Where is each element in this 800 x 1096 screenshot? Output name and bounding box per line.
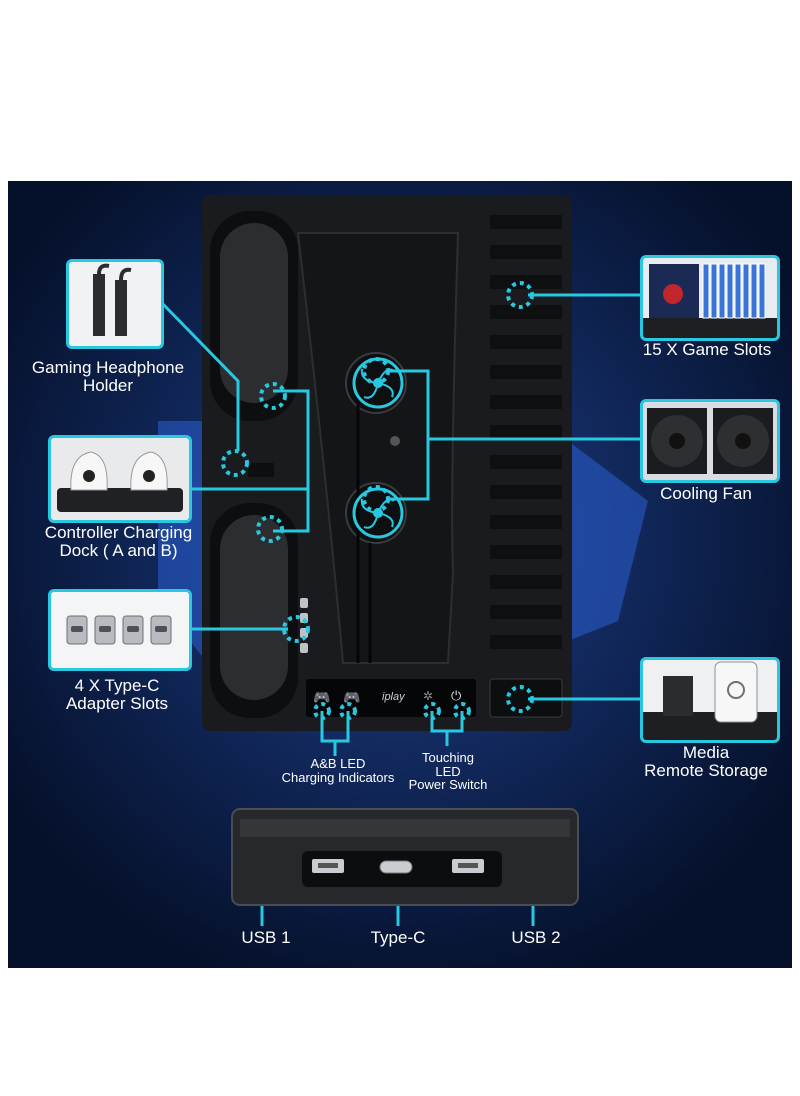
headphone-label-line1: Gaming Headphone [31,358,185,377]
gamepad-icon: 🎮 [343,689,361,705]
usb1-label: USB 1 [241,928,291,947]
headphone-holder-label: Gaming Headphone Holder [28,359,188,395]
port-panel [231,808,579,906]
fan-icon [647,408,773,474]
usb2-label: USB 2 [511,928,561,947]
remote-storage-icon [643,661,777,740]
controller-dock-label: Controller Charging Dock ( A and B) [26,524,211,560]
usb-port-icon [312,859,344,873]
media-remote-inset [640,657,780,743]
media-label-line1: Media [682,743,730,762]
media-remote-label: Media Remote Storage [626,744,786,780]
game-slots-inset [640,255,780,341]
touch-line2: LED [435,763,461,779]
controller-label-line1: Controller Charging [44,523,193,542]
product-diagram: 🎮 🎮 iplay ✲ ⏻ [8,181,792,968]
ab-led-label: A&B LED Charging Indicators [273,757,403,784]
media-label-line2: Remote Storage [644,760,768,780]
charging-station-device [202,195,572,731]
controller-dock-icon [57,451,183,512]
cooling-fan-label: Cooling Fan [660,484,752,503]
controller-label-line2: Dock ( A and B) [59,540,178,560]
game-case-icon [643,263,777,338]
ab-led-line2: Charging Indicators [281,769,395,785]
touch-line1: Touching [421,750,475,765]
type-c-adapter-inset [48,589,192,671]
ab-led-line1: A&B LED [310,756,366,771]
touch-power-label: Touching LED Power Switch [393,751,503,792]
headphone-holder-inset [66,259,164,349]
power-icon: ⏻ [451,688,462,703]
headphone-hook-icon [93,263,132,336]
cooling-fan-inset [640,399,780,483]
fan-mode-icon: ✲ [423,689,434,703]
touch-line3: Power Switch [408,777,488,793]
game-slots-label: 15 X Game Slots [642,340,772,359]
typec-label-line1: 4 X Type-C [74,676,160,695]
type-c-adapter-label: 4 X Type-C Adapter Slots [48,677,186,713]
type-c-adapter-icon [66,615,172,645]
typec-label-line2: Adapter Slots [65,693,169,713]
headphone-label-line2: Holder [82,375,134,395]
controller-dock-inset [48,435,192,523]
gamepad-icon: 🎮 [313,689,331,705]
brand-logo: iplay [382,691,405,703]
type-c-label: Type-C [370,928,426,947]
